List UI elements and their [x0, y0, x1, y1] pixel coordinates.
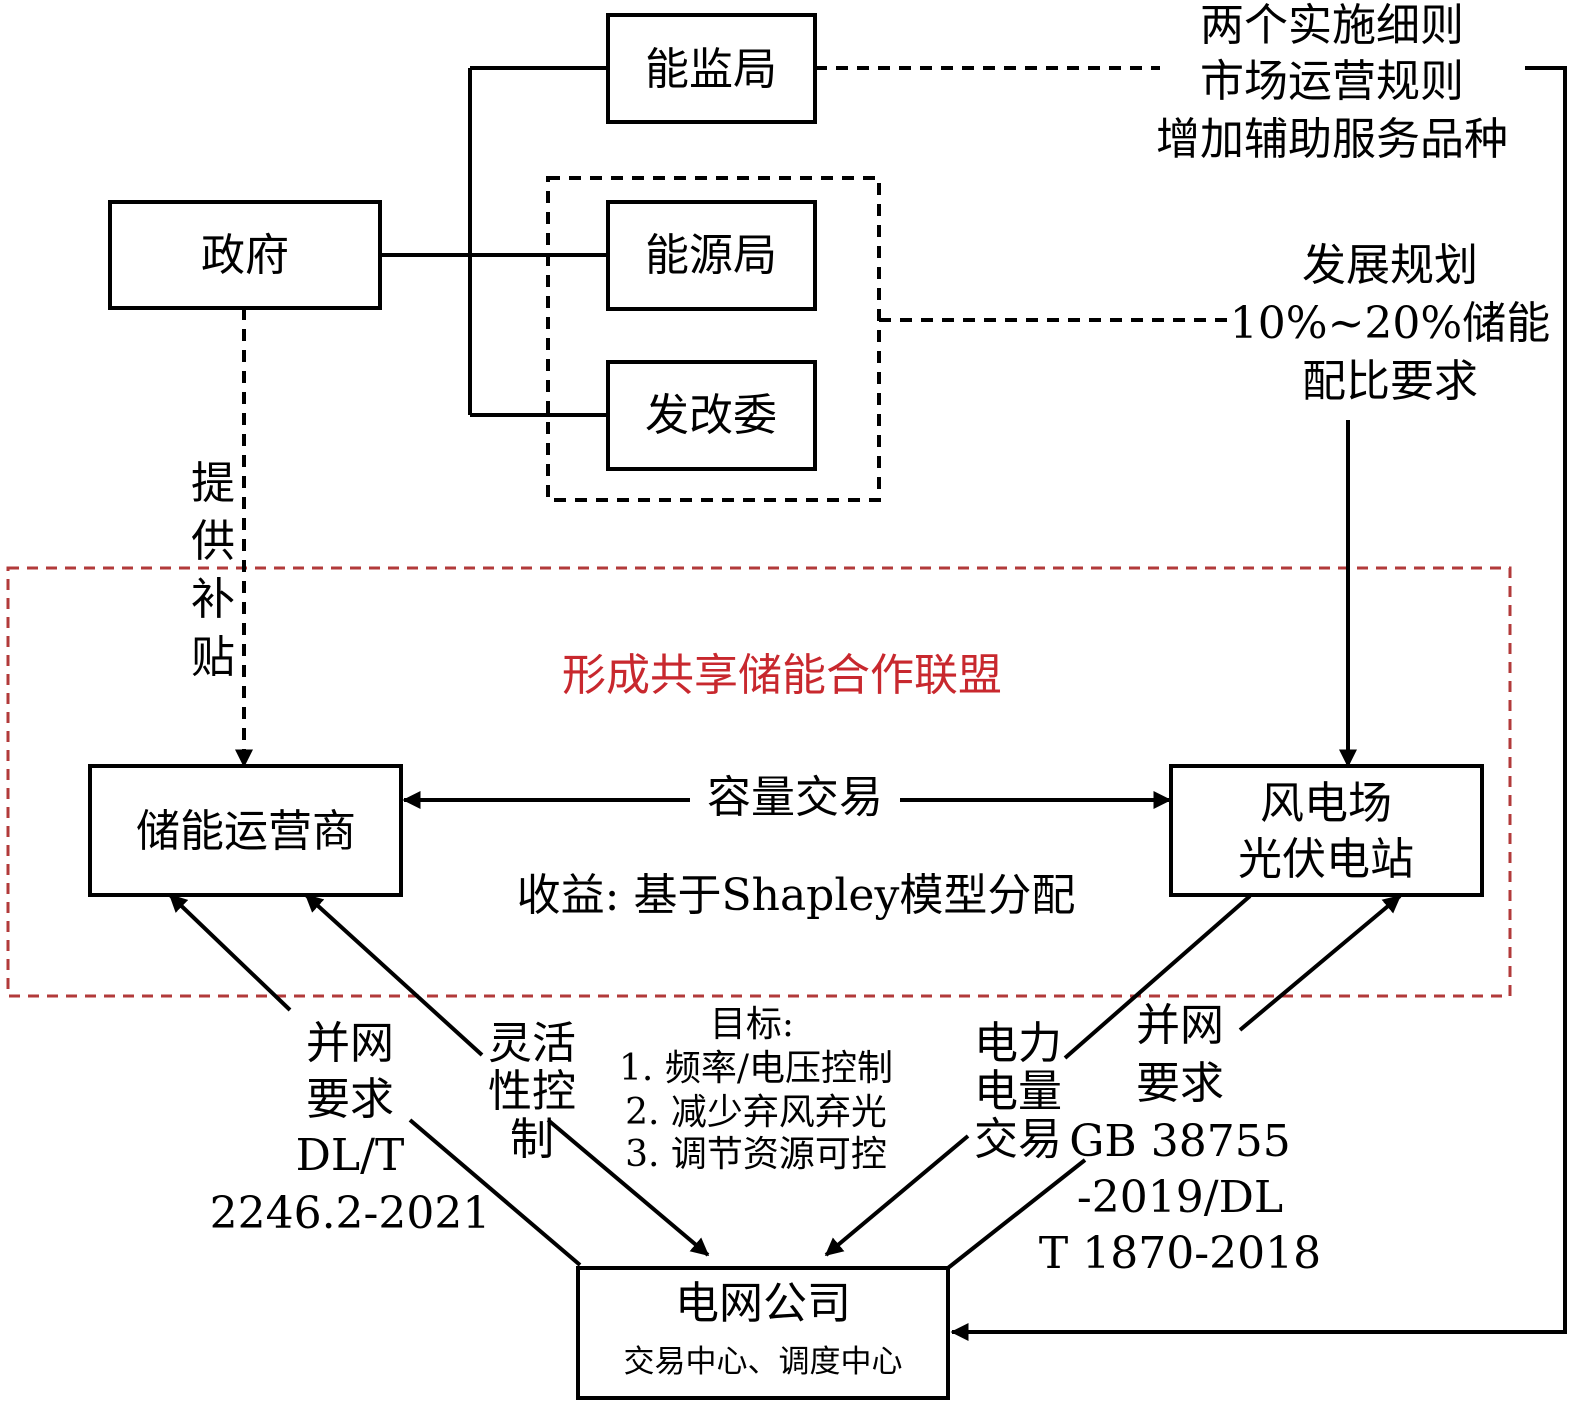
goal-1: 1. 频率/电压控制: [619, 1048, 893, 1089]
rules-to-grid-arrow: [950, 66, 1567, 1341]
regulation-line-1: 两个实施细则: [1200, 0, 1464, 51]
regulation-notes: 两个实施细则 市场运营规则 增加辅助服务品种: [1156, 0, 1520, 170]
power-trade-line-1: 电力: [974, 1018, 1062, 1069]
grid-req-left-line-3: DL/T: [296, 1130, 405, 1181]
ndrc-label: 发改委: [645, 390, 777, 441]
revenue-label: 收益: 基于Shapley模型分配: [517, 870, 1076, 921]
grid-req-left-line-low: [408, 1118, 582, 1267]
subsidy-char-4: 贴: [191, 632, 235, 683]
grid-company-label: 电网公司: [675, 1278, 851, 1329]
grid-req-right-line-2: 要求: [1136, 1058, 1224, 1109]
grid-req-left-arrow: [168, 893, 292, 1012]
alliance-region: [6, 566, 1512, 998]
regulator-label: 能监局: [645, 44, 777, 95]
power-trade-line-3: 交易: [974, 1114, 1062, 1165]
power-trade-line-2: 电量: [974, 1066, 1062, 1117]
goal-2: 2. 减少弃风弃光: [625, 1092, 887, 1133]
energy-bureau-node: 能源局: [606, 200, 817, 311]
government-label: 政府: [201, 230, 289, 281]
government-node: 政府: [108, 200, 382, 310]
planning-line-1: 发展规划: [1302, 240, 1478, 291]
grid-company-node: 电网公司 交易中心、调度中心: [576, 1266, 950, 1400]
storage-operator-label: 储能运营商: [136, 806, 356, 857]
subsidy-label: 提 供 补 贴: [191, 458, 235, 683]
flex-control-line-3: 制: [510, 1114, 554, 1165]
grid-req-right-line-4: -2019/DL: [1077, 1172, 1283, 1223]
grid-req-left-line-1: 并网: [306, 1018, 394, 1069]
flex-control-label: 灵活 性控 制: [488, 1018, 576, 1165]
subsidy-char-1: 提: [191, 458, 235, 509]
energy-bureau-label: 能源局: [645, 230, 777, 281]
planning-line-2: 10%~20%储能: [1230, 298, 1550, 349]
power-trade-line-up: [1063, 894, 1252, 1060]
planning-notes: 发展规划 10%~20%储能 配比要求: [1230, 232, 1550, 414]
grid-req-right-line-5: T 1870-2018: [1039, 1228, 1321, 1279]
flex-control-line-1: 灵活: [488, 1018, 576, 1069]
goal-3: 3. 调节资源可控: [625, 1134, 887, 1175]
goals-title: 目标:: [710, 1004, 794, 1045]
grid-requirement-right: 并网 要求 GB 38755 -2019/DL T 1870-2018: [1039, 1000, 1321, 1279]
grid-req-right-line-1: 并网: [1136, 1000, 1224, 1051]
alliance-title: 形成共享储能合作联盟: [562, 650, 1002, 701]
pv-station-label: 光伏电站: [1238, 834, 1414, 885]
grid-req-right-line-low: [946, 1158, 1087, 1270]
power-trade-arrow-down: [824, 1134, 970, 1257]
ndrc-node: 发改委: [606, 360, 817, 471]
wind-pv-node: 风电场 光伏电站: [1169, 764, 1484, 897]
subsidy-char-3: 补: [191, 574, 235, 625]
grid-req-left-line-4: 2246.2-2021: [210, 1188, 491, 1239]
power-trade-label: 电力 电量 交易: [974, 1018, 1062, 1165]
grid-req-left-line-2: 要求: [306, 1074, 394, 1125]
capacity-trade-label: 容量交易: [707, 772, 883, 823]
planning-line-3: 配比要求: [1302, 356, 1478, 407]
flex-control-line-2: 性控: [488, 1066, 576, 1117]
energy-ndrc-group-box: [546, 176, 881, 502]
grid-req-right-line-3: GB 38755: [1069, 1116, 1290, 1167]
wind-farm-label: 风电场: [1260, 778, 1392, 829]
regulation-line-2: 市场运营规则: [1200, 56, 1464, 107]
grid-requirement-left: 并网 要求 DL/T 2246.2-2021: [210, 1018, 491, 1239]
grid-company-sub-label: 交易中心、调度中心: [624, 1344, 903, 1380]
goals-label: 目标: 1. 频率/电压控制 2. 减少弃风弃光 3. 调节资源可控: [619, 1004, 893, 1175]
flex-control-arrow-down: [546, 1118, 710, 1257]
regulator-node: 能监局: [606, 13, 817, 124]
flex-control-arrow-up: [304, 893, 484, 1057]
storage-operator-node: 储能运营商: [88, 764, 403, 897]
grid-req-right-arrow: [1238, 894, 1402, 1032]
subsidy-char-2: 供: [191, 516, 235, 567]
regulation-line-3: 增加辅助服务品种: [1156, 114, 1508, 165]
